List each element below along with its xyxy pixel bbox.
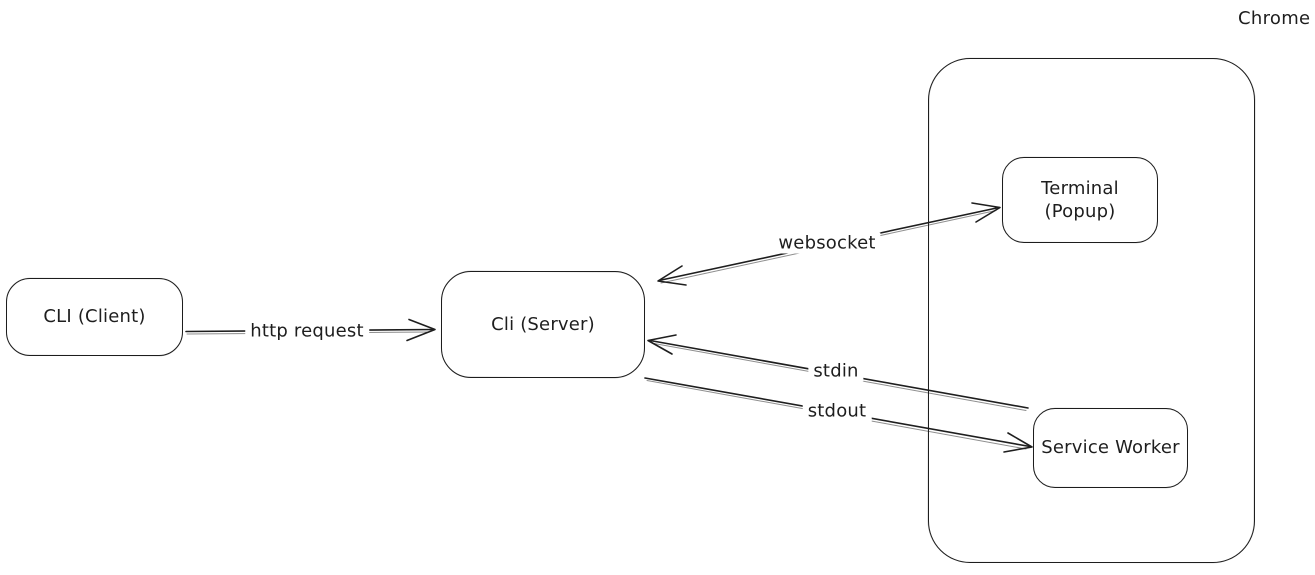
chrome-container-box [928, 58, 1255, 563]
http-request-label: http request [245, 320, 369, 342]
websocket-label: websocket [773, 232, 881, 254]
chrome-container-label: Chrome [1238, 8, 1311, 29]
node-cli-client: CLI (Client) [6, 278, 183, 356]
node-terminal-popup: Terminal (Popup) [1002, 157, 1158, 243]
node-terminal-popup-label: Terminal (Popup) [1041, 177, 1119, 222]
stdout-label: stdout [802, 400, 872, 422]
node-service-worker-label: Service Worker [1041, 437, 1180, 459]
node-cli-server: Cli (Server) [441, 271, 645, 378]
node-cli-client-label: CLI (Client) [43, 306, 146, 328]
node-service-worker: Service Worker [1033, 408, 1188, 488]
stdin-label: stdin [808, 360, 864, 382]
node-cli-server-label: Cli (Server) [491, 313, 595, 335]
